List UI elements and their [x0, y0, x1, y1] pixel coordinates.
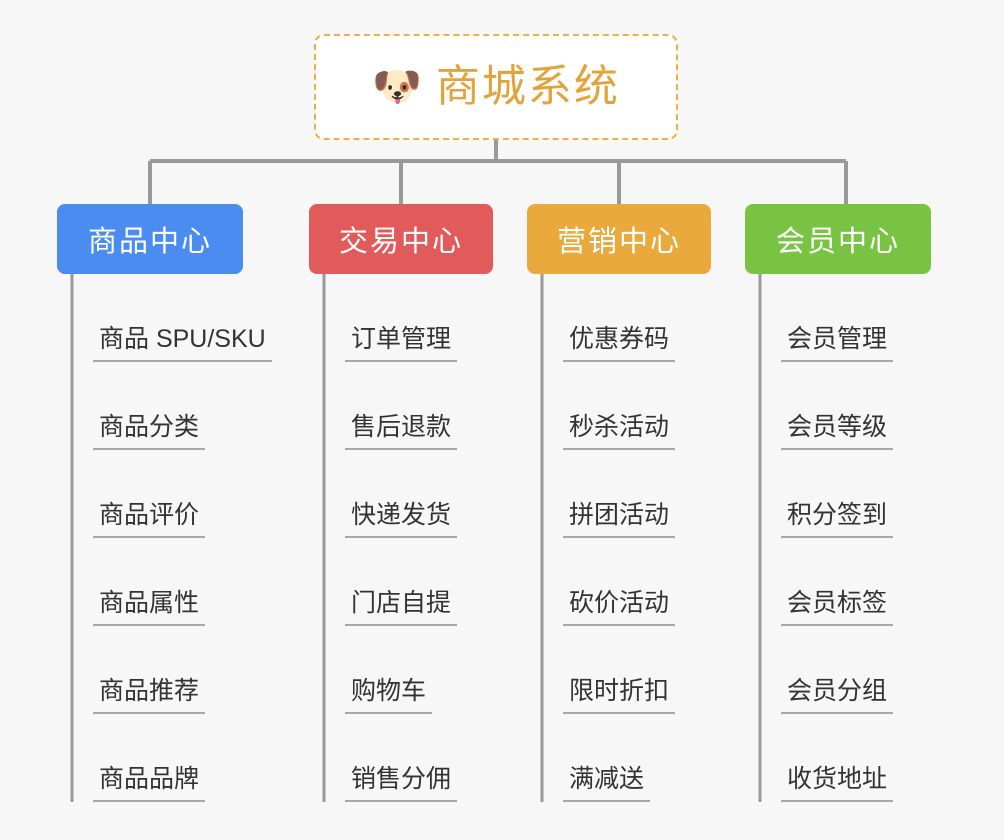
leaf-label: 秒杀活动	[563, 413, 676, 450]
leaf-list-1: 商品 SPU/SKU 商品分类 商品评价 商品属性 商品推荐 商品品牌	[57, 274, 272, 802]
leaf-label: 收货地址	[781, 765, 894, 802]
leaf-label: 会员标签	[781, 589, 894, 626]
leaf-label: 订单管理	[345, 325, 458, 362]
leaf-list-4: 会员管理 会员等级 积分签到 会员标签 会员分组 收货地址	[745, 274, 931, 802]
category-header-label-2: 交易中心	[338, 226, 463, 258]
list-item[interactable]: 收货地址	[745, 714, 931, 802]
leaf-label: 销售分佣	[345, 765, 458, 802]
list-item[interactable]: 商品 SPU/SKU	[57, 274, 272, 362]
list-item[interactable]: 砍价活动	[527, 538, 711, 626]
list-item[interactable]: 会员标签	[745, 538, 931, 626]
leaf-label: 售后退款	[345, 413, 458, 450]
list-item[interactable]: 满减送	[527, 714, 711, 802]
list-item[interactable]: 门店自提	[309, 538, 493, 626]
leaf-list-3: 优惠券码 秒杀活动 拼团活动 砍价活动 限时折扣 满减送	[527, 274, 711, 802]
branch-column-4: 会员中心 会员管理 会员等级 积分签到 会员标签 会员分组 收货地址	[745, 204, 931, 802]
list-item[interactable]: 限时折扣	[527, 626, 711, 714]
leaf-label: 商品评价	[93, 501, 206, 538]
branch-column-1: 商品中心 商品 SPU/SKU 商品分类 商品评价 商品属性 商品推荐 商品品牌	[57, 204, 272, 802]
leaf-label: 优惠券码	[563, 325, 676, 362]
leaf-label: 购物车	[345, 677, 433, 714]
branch-column-2: 交易中心 订单管理 售后退款 快递发货 门店自提 购物车 销售分佣	[309, 204, 493, 802]
leaf-label: 砍价活动	[563, 589, 676, 626]
category-header-1[interactable]: 商品中心	[57, 204, 243, 274]
list-item[interactable]: 拼团活动	[527, 450, 711, 538]
leaf-label: 商品 SPU/SKU	[93, 325, 272, 362]
leaf-label: 会员等级	[781, 413, 894, 450]
leaf-label: 积分签到	[781, 501, 894, 538]
list-item[interactable]: 会员等级	[745, 362, 931, 450]
leaf-label: 限时折扣	[563, 677, 676, 714]
category-header-label-1: 商品中心	[87, 226, 212, 258]
leaf-label: 满减送	[563, 765, 651, 802]
leaf-list-2: 订单管理 售后退款 快递发货 门店自提 购物车 销售分佣	[309, 274, 493, 802]
list-item[interactable]: 售后退款	[309, 362, 493, 450]
branch-column-3: 营销中心 优惠券码 秒杀活动 拼团活动 砍价活动 限时折扣 满减送	[527, 204, 711, 802]
root-title: 商城系统	[435, 62, 620, 111]
list-item[interactable]: 商品分类	[57, 362, 243, 450]
category-header-2[interactable]: 交易中心	[309, 204, 493, 274]
list-item[interactable]: 会员管理	[745, 274, 931, 362]
shiba-dog-face-icon: 🐶	[372, 65, 422, 109]
leaf-label: 商品推荐	[93, 677, 206, 714]
leaf-label: 会员管理	[781, 325, 894, 362]
list-item[interactable]: 会员分组	[745, 626, 931, 714]
category-header-label-4: 会员中心	[775, 226, 900, 258]
list-item[interactable]: 积分签到	[745, 450, 931, 538]
leaf-label: 拼团活动	[563, 501, 676, 538]
list-item[interactable]: 快递发货	[309, 450, 493, 538]
list-item[interactable]: 商品评价	[57, 450, 243, 538]
leaf-label: 商品分类	[93, 413, 206, 450]
leaf-label: 商品品牌	[93, 765, 206, 802]
list-item[interactable]: 商品推荐	[57, 626, 243, 714]
category-header-3[interactable]: 营销中心	[527, 204, 711, 274]
category-header-4[interactable]: 会员中心	[745, 204, 931, 274]
category-header-label-3: 营销中心	[556, 226, 681, 258]
leaf-label: 门店自提	[345, 589, 458, 626]
leaf-label: 会员分组	[781, 677, 894, 714]
root-node[interactable]: 🐶 商城系统	[314, 34, 678, 140]
list-item[interactable]: 秒杀活动	[527, 362, 711, 450]
list-item[interactable]: 商品品牌	[57, 714, 243, 802]
list-item[interactable]: 购物车	[309, 626, 493, 714]
list-item[interactable]: 订单管理	[309, 274, 493, 362]
list-item[interactable]: 优惠券码	[527, 274, 711, 362]
leaf-label: 商品属性	[93, 589, 206, 626]
leaf-label: 快递发货	[345, 501, 458, 538]
list-item[interactable]: 商品属性	[57, 538, 243, 626]
list-item[interactable]: 销售分佣	[309, 714, 493, 802]
